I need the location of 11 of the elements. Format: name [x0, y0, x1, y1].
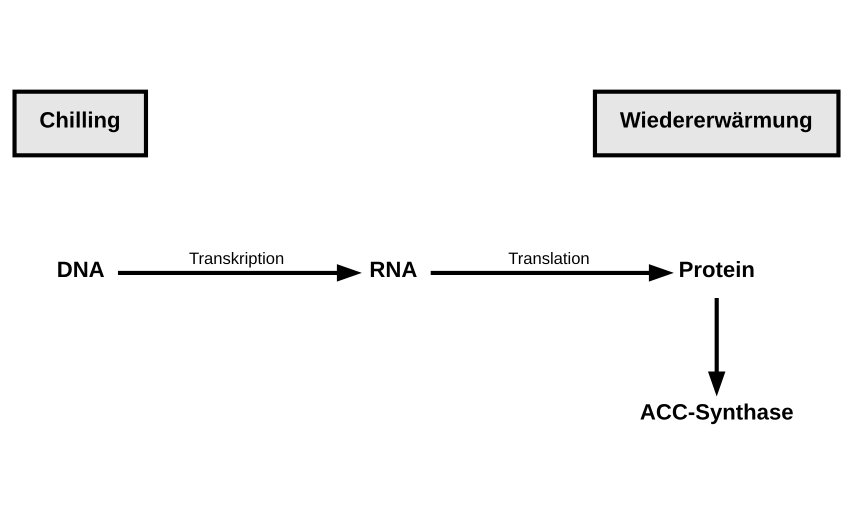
edge-label: Transkription: [188, 248, 284, 268]
node-text: RNA: [368, 256, 417, 282]
node-box: Chilling: [12, 89, 148, 157]
edge-label: Translation: [508, 248, 590, 268]
node-text: Protein: [678, 256, 754, 282]
node-text: DNA: [56, 256, 104, 282]
arrow: [430, 264, 674, 282]
arrow: [117, 264, 362, 282]
arrow: [707, 298, 725, 396]
node-text: ACC-Synthase: [639, 398, 794, 424]
node-box: Wiedererwärmung: [592, 89, 840, 157]
